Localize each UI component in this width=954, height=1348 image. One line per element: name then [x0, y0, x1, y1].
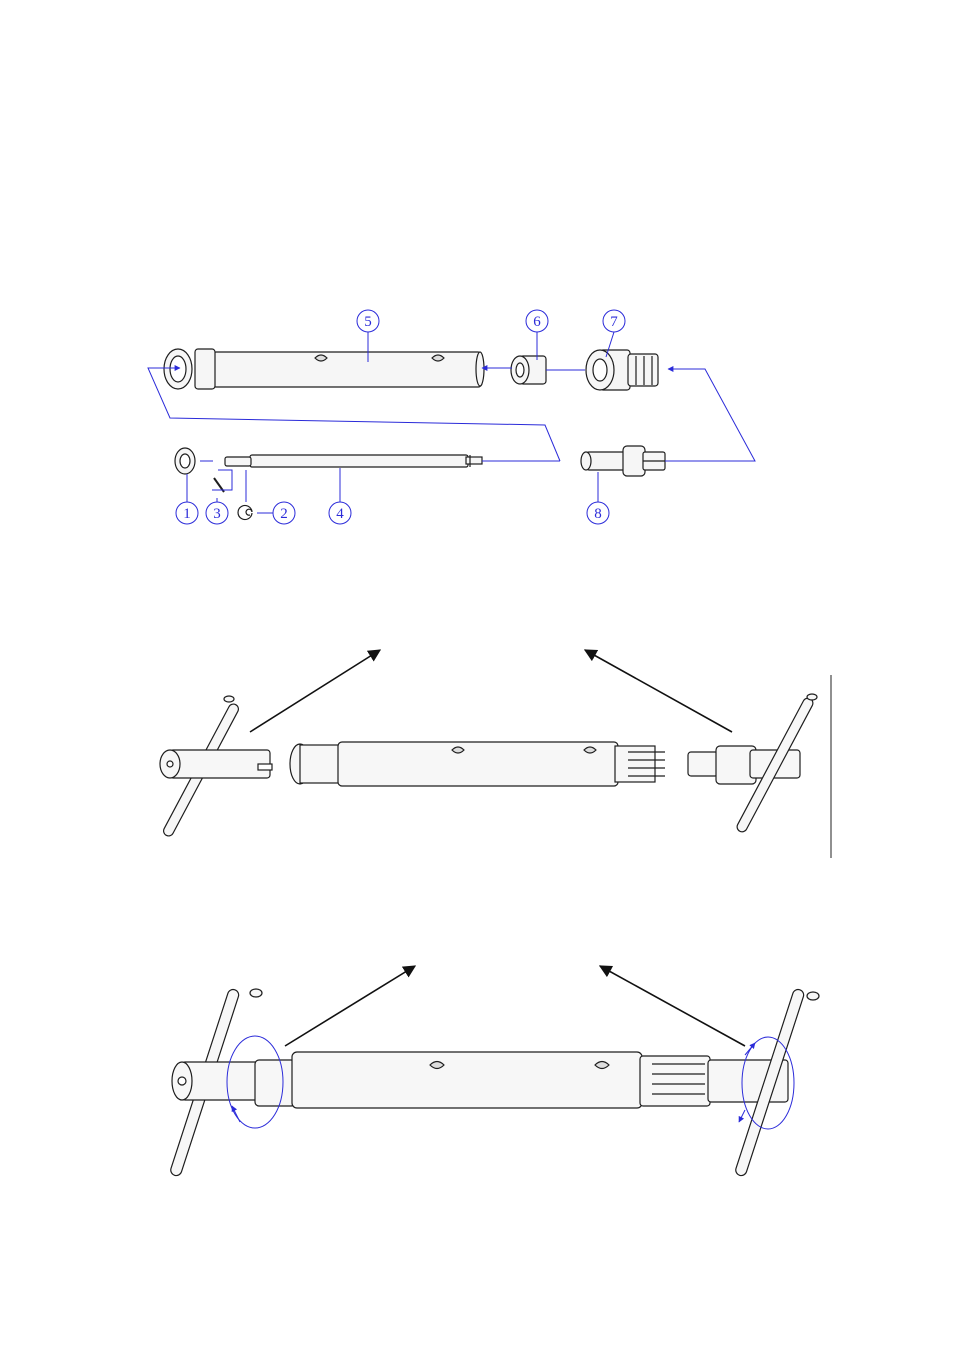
- part-2-eclip: [238, 506, 252, 520]
- left-t-handle-2: [169, 988, 262, 1177]
- part-1-nut: [175, 448, 195, 474]
- callout-7: 7: [603, 310, 625, 332]
- arrow-right-up: [585, 650, 732, 732]
- right-t-handle-2: [708, 988, 819, 1177]
- left-t-handle: [160, 696, 272, 838]
- callout-3: 3: [206, 502, 228, 524]
- callout-1: 1: [176, 502, 198, 524]
- part-7-splined-head: [586, 350, 658, 390]
- exploded-view: [164, 349, 665, 520]
- right-t-handle: [688, 694, 817, 834]
- callout-6: 6: [526, 310, 548, 332]
- part-8-adapter: [581, 446, 665, 476]
- arrow-right-up-2: [600, 966, 745, 1046]
- callout-group: 1 2 3 4 5 6 7 8: [176, 310, 625, 524]
- callout-6-label: 6: [533, 314, 541, 330]
- part-5-tube: [164, 349, 484, 389]
- callout-7-label: 7: [610, 314, 618, 330]
- arrow-left-up-2: [285, 966, 415, 1046]
- callout-8-label: 8: [594, 506, 602, 522]
- separated-view: [160, 650, 831, 858]
- callout-8: 8: [587, 502, 609, 524]
- callout-4: 4: [329, 502, 351, 524]
- middle-tube: [290, 742, 665, 786]
- part-4-shaft: [225, 455, 482, 467]
- arrow-left-up: [250, 650, 380, 732]
- callout-3-label: 3: [213, 506, 221, 522]
- part-6-bushing: [511, 356, 546, 384]
- callout-1-label: 1: [183, 506, 191, 522]
- callout-5-label: 5: [364, 314, 372, 330]
- callout-5: 5: [357, 310, 379, 332]
- callout-2: 2: [273, 502, 295, 524]
- assembled-view: [169, 966, 819, 1177]
- callout-4-label: 4: [336, 506, 344, 522]
- assembled-tube: [255, 1052, 710, 1108]
- callout-2-label: 2: [280, 506, 288, 522]
